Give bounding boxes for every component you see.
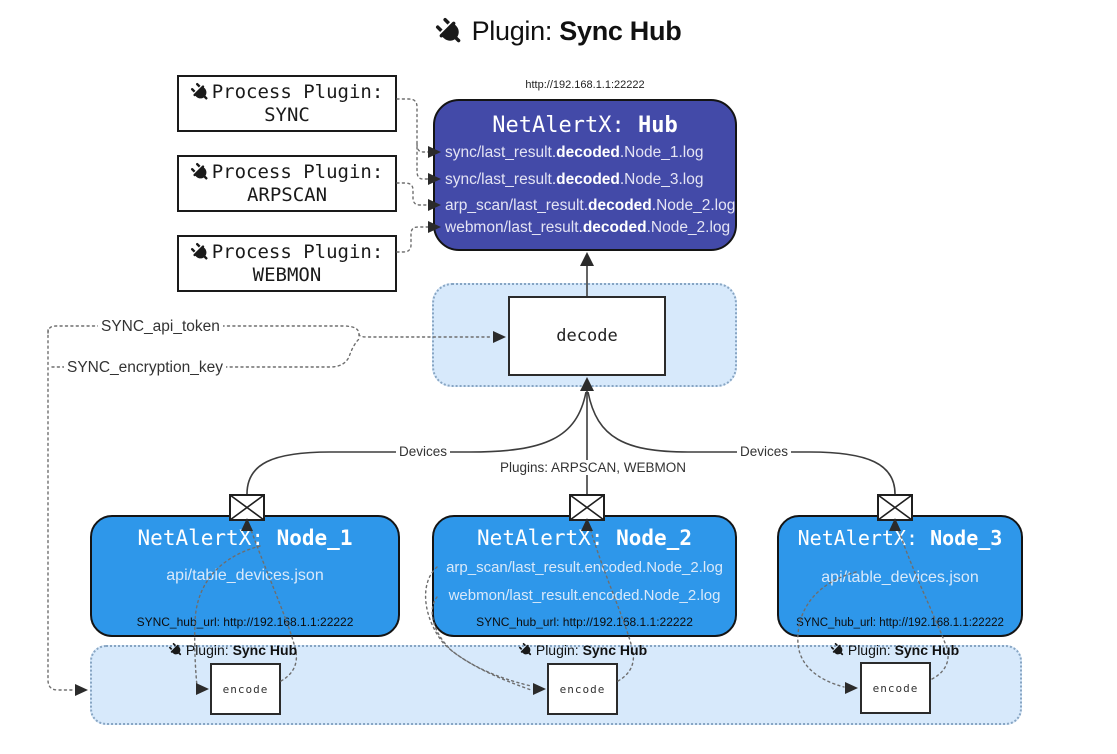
- process-plugin-arpscan-box: Process Plugin: ARPSCAN: [177, 155, 397, 212]
- plugins-mid-label: Plugins: ARPSCAN, WEBMON: [497, 460, 686, 475]
- edge-envelope3-to-decode: [587, 391, 896, 495]
- encode1-box: encode: [210, 663, 281, 715]
- edge-sync-to-hub-branch: [416, 143, 429, 153]
- hub-title-pre: NetAlertX:: [492, 113, 638, 138]
- node-file-line: api/table_devices.json: [821, 569, 979, 586]
- encoder-label-bold: Sync Hub: [582, 642, 648, 658]
- sync-api-token-label: SYNC_api_token: [98, 318, 223, 336]
- process-plugin-sync-box: Process Plugin: SYNC: [177, 75, 397, 132]
- hub-entry-arpscan-log: arp_scan/last_result.decoded.Node_2.log: [445, 197, 737, 217]
- plug-icon: [516, 640, 536, 660]
- hub-entry-webmon-log: webmon/last_result.decoded.Node_2.log: [445, 219, 737, 239]
- encoder-label-pre: Plugin:: [535, 642, 583, 658]
- devices-left-label: Devices: [396, 444, 451, 459]
- process-plugin-name: ARPSCAN: [246, 184, 328, 206]
- title-bold: Sync Hub: [559, 16, 682, 46]
- edge-arpscan-to-hub: [396, 182, 429, 206]
- arrowhead-band-in: [75, 684, 88, 696]
- entry-post: .Node_1.log: [619, 144, 704, 161]
- envelope-icon: [877, 494, 913, 521]
- entry-bold: decoded: [556, 144, 620, 161]
- edge-secrets-to-band: [47, 329, 75, 691]
- entry-post: .Node_3.log: [619, 171, 704, 188]
- hub-entry-node1-log: sync/last_result.decoded.Node_1.log: [445, 144, 737, 164]
- hub-entry-node3-log: sync/last_result.decoded.Node_3.log: [445, 171, 737, 191]
- encode3-box: encode: [860, 662, 931, 714]
- node-hub-url: SYNC_hub_url: http://192.168.1.1:22222: [796, 617, 1004, 629]
- node-title: NetAlertX: Node_1: [92, 526, 398, 550]
- envelope-icon: [229, 494, 265, 521]
- edge-sync-to-hub: [396, 98, 429, 180]
- node-title-pre: NetAlertX:: [477, 526, 617, 550]
- encoder3-label: Plugin: Sync Hub: [815, 642, 975, 658]
- process-plugin-name: SYNC: [264, 104, 310, 126]
- entry-bold: decoded: [588, 197, 652, 214]
- entry-pre: sync/last_result.: [445, 144, 557, 161]
- encoder2-label: Plugin: Sync Hub: [503, 642, 663, 658]
- netalertx-node3-box: NetAlertX: Node_3 api/table_devices.json…: [777, 515, 1023, 637]
- hub-title: NetAlertX: Hub: [435, 113, 735, 138]
- entry-post: .Node_2.log: [646, 219, 731, 236]
- entry-pre: arp_scan/last_result.: [445, 197, 589, 214]
- node-file-line: webmon/last_result.encoded.Node_2.log: [448, 587, 721, 604]
- plug-icon: [187, 159, 214, 186]
- plug-icon: [166, 640, 186, 660]
- entry-pre: sync/last_result.: [445, 171, 557, 188]
- plug-icon: [430, 12, 470, 52]
- process-plugin-webmon-box: Process Plugin: WEBMON: [177, 235, 397, 292]
- decode-box: decode: [508, 296, 666, 376]
- plug-icon: [187, 79, 214, 106]
- encoder-label-pre: Plugin:: [847, 642, 895, 658]
- encoder-label-bold: Sync Hub: [894, 642, 960, 658]
- node-title: NetAlertX: Node_2: [434, 526, 735, 550]
- hub-url-label: http://192.168.1.1:22222: [525, 79, 645, 91]
- node-title: NetAlertX: Node_3: [779, 526, 1021, 550]
- node-title-pre: NetAlertX:: [137, 526, 277, 550]
- edge-webmon-to-hub: [396, 226, 429, 253]
- node-title-bold: Node_3: [930, 526, 1003, 550]
- process-plugin-label: Process Plugin:: [211, 81, 384, 103]
- page-title: Plugin: Sync Hub: [0, 16, 1117, 47]
- devices-right-label: Devices: [737, 444, 792, 459]
- entry-post: .Node_2.log: [651, 197, 736, 214]
- hub-title-bold: Hub: [637, 113, 678, 138]
- title-pre: Plugin:: [471, 16, 560, 46]
- node-file-line: arp_scan/last_result.encoded.Node_2.log: [446, 559, 723, 576]
- arrowhead-hub-up: [580, 252, 594, 266]
- netalertx-node2-box: NetAlertX: Node_2 arp_scan/last_result.e…: [432, 515, 737, 637]
- entry-bold: decoded: [556, 171, 620, 188]
- node-title-bold: Node_2: [616, 526, 692, 550]
- node-file-line: api/table_devices.json: [166, 567, 324, 584]
- sync-encryption-key-label: SYNC_encryption_key: [64, 359, 226, 377]
- netalertx-hub-box: NetAlertX: Hub sync/last_result.decoded.…: [433, 99, 737, 251]
- encode2-box: encode: [547, 663, 618, 715]
- encoder-label-text: Plugin: Sync Hub: [186, 642, 297, 658]
- process-plugin-label: Process Plugin:: [211, 241, 384, 263]
- encoder-label-text: Plugin: Sync Hub: [536, 642, 647, 658]
- encoder-label-pre: Plugin:: [185, 642, 233, 658]
- node-title-pre: NetAlertX:: [797, 526, 931, 550]
- plug-icon: [187, 239, 214, 266]
- node-hub-url: SYNC_hub_url: http://192.168.1.1:22222: [476, 615, 693, 629]
- encoder-label-text: Plugin: Sync Hub: [848, 642, 959, 658]
- edge-envelope1-to-decode: [246, 391, 587, 495]
- netalertx-node1-box: NetAlertX: Node_1 api/table_devices.json…: [90, 515, 400, 637]
- page-title-text: Plugin: Sync Hub: [472, 16, 682, 47]
- plug-icon: [828, 640, 848, 660]
- node-hub-url: SYNC_hub_url: http://192.168.1.1:22222: [136, 615, 354, 629]
- process-plugin-name: WEBMON: [252, 264, 322, 286]
- process-plugin-label: Process Plugin:: [211, 161, 384, 183]
- encoder1-label: Plugin: Sync Hub: [153, 642, 313, 658]
- node-title-bold: Node_1: [276, 526, 353, 550]
- envelope-icon: [569, 494, 605, 521]
- encoder-label-bold: Sync Hub: [232, 642, 298, 658]
- entry-pre: webmon/last_result.: [445, 219, 583, 236]
- entry-bold: decoded: [582, 219, 647, 236]
